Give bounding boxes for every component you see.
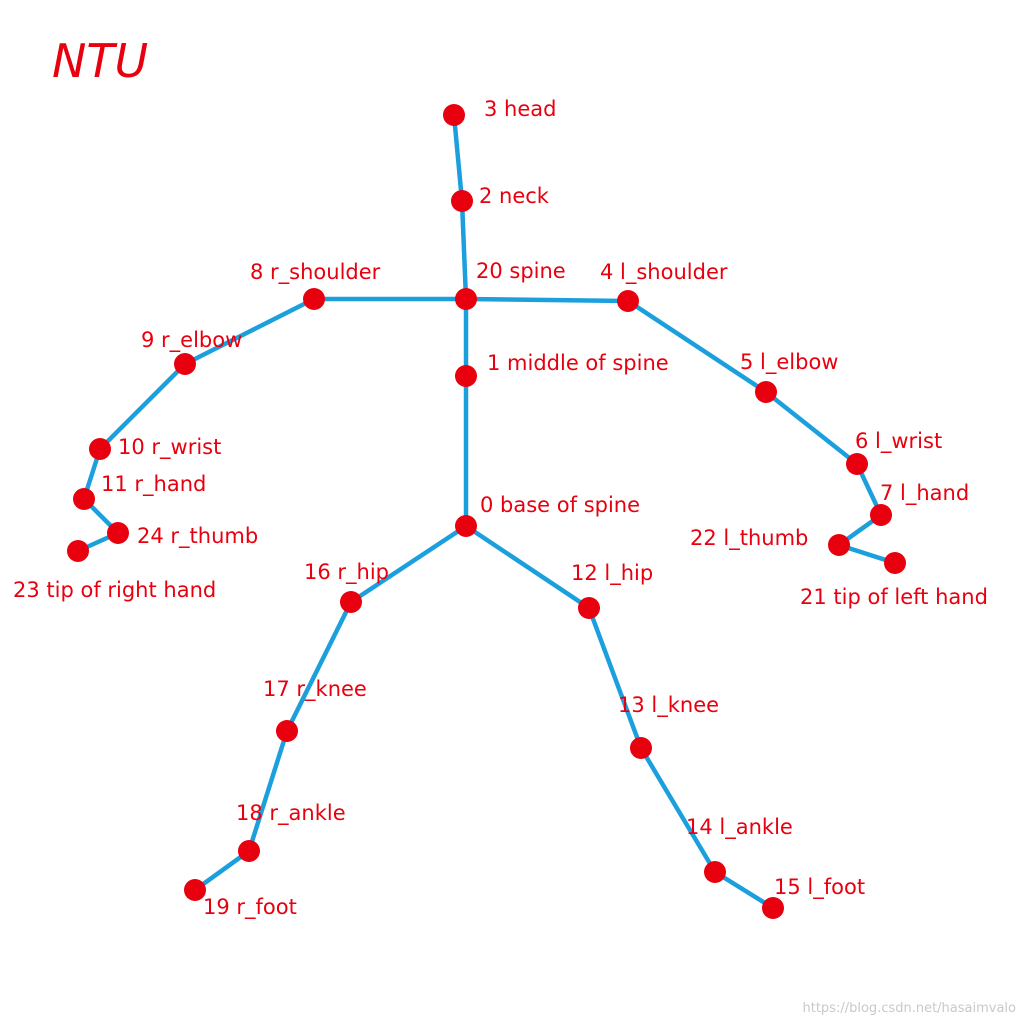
joints-layer [67, 104, 906, 919]
joint-11 [73, 488, 95, 510]
joint-label-10: 10 r_wrist [118, 435, 221, 460]
bone-0-12 [463, 523, 592, 611]
joint-label-17: 17 r_knee [263, 677, 367, 702]
joint-label-18: 18 r_ankle [236, 801, 346, 826]
bone-5-6 [763, 389, 860, 467]
bone-16-17 [284, 599, 354, 734]
labels-layer: 0 base of spine 1 middle of spine 2 neck 3 … [13, 97, 988, 920]
joint-label-12: 12 l_hip [571, 561, 653, 586]
joint-label-7: 7 l_hand [880, 481, 969, 506]
joint-label-0: 0 base of spine [480, 493, 640, 517]
joint-label-21: 21 tip of left hand [800, 585, 988, 609]
joint-0 [455, 515, 477, 537]
joint-9 [174, 353, 196, 375]
joint-24 [107, 522, 129, 544]
joint-label-4: 4 l_shoulder [600, 260, 728, 285]
joint-label-6: 6 l_wrist [855, 429, 942, 454]
bone-9-10 [97, 361, 188, 452]
joint-label-22: 22 l_thumb [690, 526, 808, 551]
bone-18-19 [192, 848, 252, 893]
joint-18 [238, 840, 260, 862]
joint-label-20: 20 spine [476, 259, 566, 283]
joint-label-5: 5 l_elbow [740, 350, 838, 375]
joint-14 [704, 861, 726, 883]
joint-1 [455, 365, 477, 387]
joint-label-24: 24 r_thumb [137, 524, 258, 549]
joint-12 [578, 597, 600, 619]
bone-3-2 [451, 112, 465, 204]
joint-label-14: 14 l_ankle [686, 815, 793, 840]
joint-label-9: 9 r_elbow [141, 328, 242, 353]
bone-0-16 [348, 523, 469, 605]
joint-6 [846, 453, 868, 475]
joint-label-19: 19 r_foot [203, 895, 297, 920]
joint-20 [455, 288, 477, 310]
joint-label-1: 1 middle of spine [487, 351, 669, 375]
joint-label-23: 23 tip of right hand [13, 578, 216, 602]
title: NTU [52, 34, 149, 88]
bone-12-13 [586, 605, 644, 751]
bone-13-14 [638, 745, 718, 875]
joint-19 [184, 879, 206, 901]
joint-10 [89, 438, 111, 460]
bone-2-20 [459, 198, 469, 302]
joint-label-15: 15 l_foot [774, 875, 865, 900]
joint-5 [755, 381, 777, 403]
joint-13 [630, 737, 652, 759]
bone-14-15 [712, 869, 776, 911]
joint-17 [276, 720, 298, 742]
joint-23 [67, 540, 89, 562]
watermark: https://blog.csdn.net/hasaimvalo [802, 1001, 1016, 1016]
joint-label-11: 11 r_hand [101, 472, 206, 497]
joint-8 [303, 288, 325, 310]
joint-21 [884, 552, 906, 574]
joint-label-16: 16 r_hip [304, 560, 389, 585]
joint-label-2: 2 neck [479, 184, 550, 208]
joint-label-3: 3 head [484, 97, 556, 121]
bone-4-5 [625, 298, 769, 395]
bone-17-18 [246, 728, 290, 854]
joint-16 [340, 591, 362, 613]
bone-8-9 [182, 296, 317, 367]
joint-2 [451, 190, 473, 212]
joint-7 [870, 504, 892, 526]
joint-22 [828, 534, 850, 556]
joint-3 [443, 104, 465, 126]
joint-label-8: 8 r_shoulder [250, 260, 381, 285]
joint-15 [762, 897, 784, 919]
joint-label-13: 13 l_knee [618, 693, 719, 718]
bone-20-4 [463, 296, 631, 304]
joint-4 [617, 290, 639, 312]
